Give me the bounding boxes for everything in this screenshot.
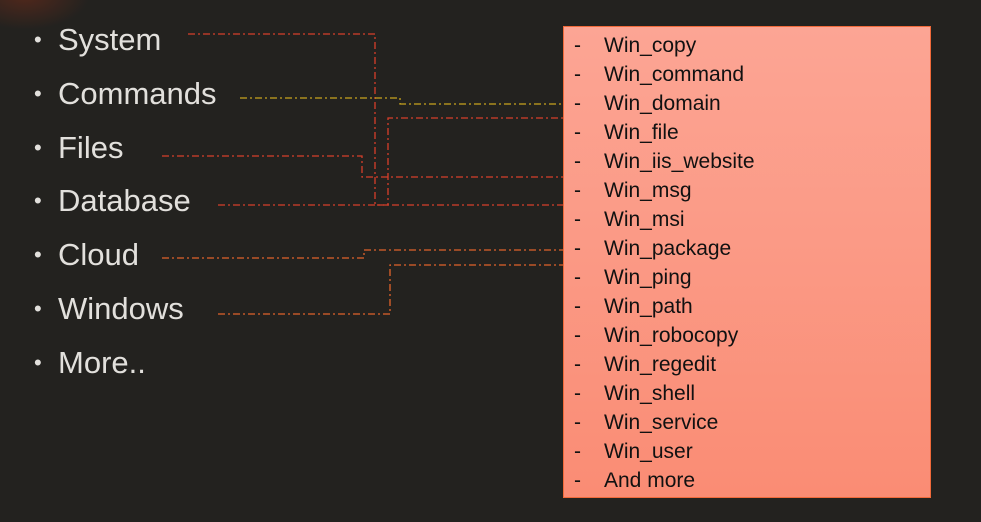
module-label: Win_service [604,411,719,434]
bullet-icon: • [34,27,42,52]
category-label: More.. [58,345,146,380]
module-label: Win_package [604,237,732,260]
module-item-win-copy: -Win_copy [574,32,696,60]
module-item-win-service: -Win_service [574,409,718,437]
dash-marker: - [574,34,581,57]
category-item-system: • System [34,22,161,58]
module-label: Win_shell [604,382,696,405]
category-item-database: • Database [34,183,191,219]
module-label: Win_ping [604,266,692,289]
category-label: Windows [58,291,184,326]
module-item-win-ping: -Win_ping [574,264,692,292]
module-item-win-command: -Win_command [574,61,744,89]
module-label: Win_file [604,121,679,144]
category-label: Commands [58,76,217,111]
bullet-icon: • [34,242,42,267]
module-label: Win_user [604,440,693,463]
dash-marker: - [574,353,581,376]
category-item-windows: • Windows [34,291,184,327]
module-item-win-file: -Win_file [574,119,679,147]
dash-marker: - [574,150,581,173]
module-item-win-path: -Win_path [574,293,693,321]
category-item-commands: • Commands [34,76,217,112]
dash-marker: - [574,121,581,144]
module-item-win-shell: -Win_shell [574,380,695,408]
module-label: Win_path [604,295,693,318]
module-list-box: -Win_copy -Win_command -Win_domain -Win_… [563,26,931,498]
module-item-win-iis-website: -Win_iis_website [574,148,755,176]
category-item-more: • More.. [34,345,146,381]
module-label: Win_robocopy [604,324,739,347]
category-label: Cloud [58,237,139,272]
connector-cloud [162,249,563,259]
module-label: Win_copy [604,34,697,57]
dash-marker: - [574,266,581,289]
bullet-icon: • [34,81,42,106]
dash-marker: - [574,237,581,260]
module-label: Win_regedit [604,353,717,376]
bullet-icon: • [34,296,42,321]
dash-marker: - [574,208,581,231]
module-item-win-msi: -Win_msi [574,206,685,234]
connector-database [218,117,563,206]
category-label: Database [58,183,191,218]
dash-marker: - [574,411,581,434]
dash-marker: - [574,63,581,86]
connector-files [162,155,563,178]
connector-commands [240,97,563,105]
module-label: Win_command [604,63,745,86]
module-label: Win_iis_website [604,150,755,173]
module-item-win-package: -Win_package [574,235,731,263]
module-item-win-domain: -Win_domain [574,90,721,118]
module-item-win-robocopy: -Win_robocopy [574,322,738,350]
category-item-files: • Files [34,130,123,166]
module-item-win-regedit: -Win_regedit [574,351,716,379]
module-label: And more [604,469,696,492]
dash-marker: - [574,295,581,318]
connector-windows [218,264,563,315]
module-label: Win_msg [604,179,692,202]
category-label: Files [58,130,124,165]
module-item-win-msg: -Win_msg [574,177,692,205]
dash-marker: - [574,179,581,202]
module-label: Win_msi [604,208,685,231]
category-item-cloud: • Cloud [34,237,139,273]
category-label: System [58,22,162,57]
bullet-icon: • [34,188,42,213]
module-item-and-more: -And more [574,467,695,495]
module-label: Win_domain [604,92,721,115]
dash-marker: - [574,440,581,463]
bullet-icon: • [34,135,42,160]
connector-system [188,33,563,206]
dash-marker: - [574,92,581,115]
module-item-win-user: -Win_user [574,438,693,466]
dash-marker: - [574,324,581,347]
dash-marker: - [574,382,581,405]
bullet-icon: • [34,350,42,375]
dash-marker: - [574,469,581,492]
